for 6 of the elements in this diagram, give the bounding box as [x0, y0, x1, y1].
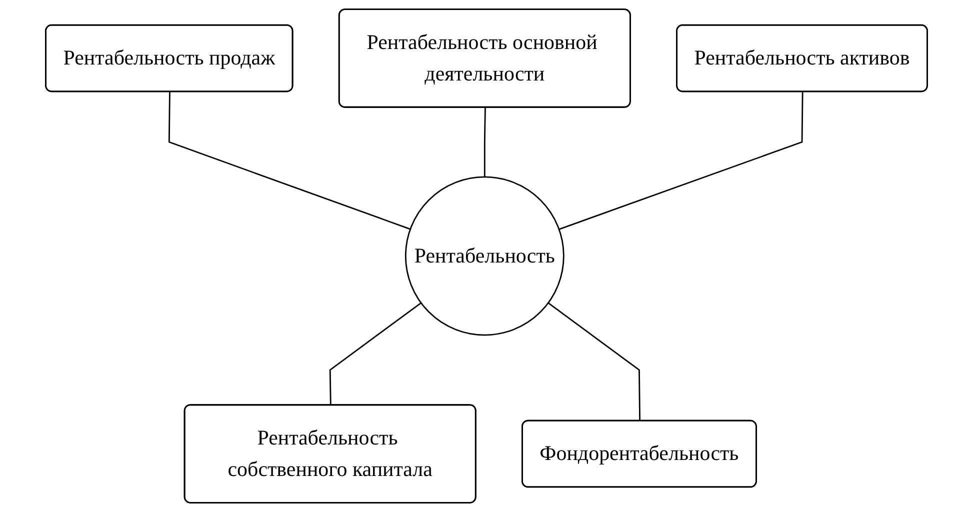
connector [168, 92, 411, 230]
connector [484, 108, 486, 177]
connector [548, 302, 640, 422]
connector [329, 302, 422, 406]
connector [558, 92, 804, 230]
node-circle: Рентабельность [404, 176, 564, 336]
